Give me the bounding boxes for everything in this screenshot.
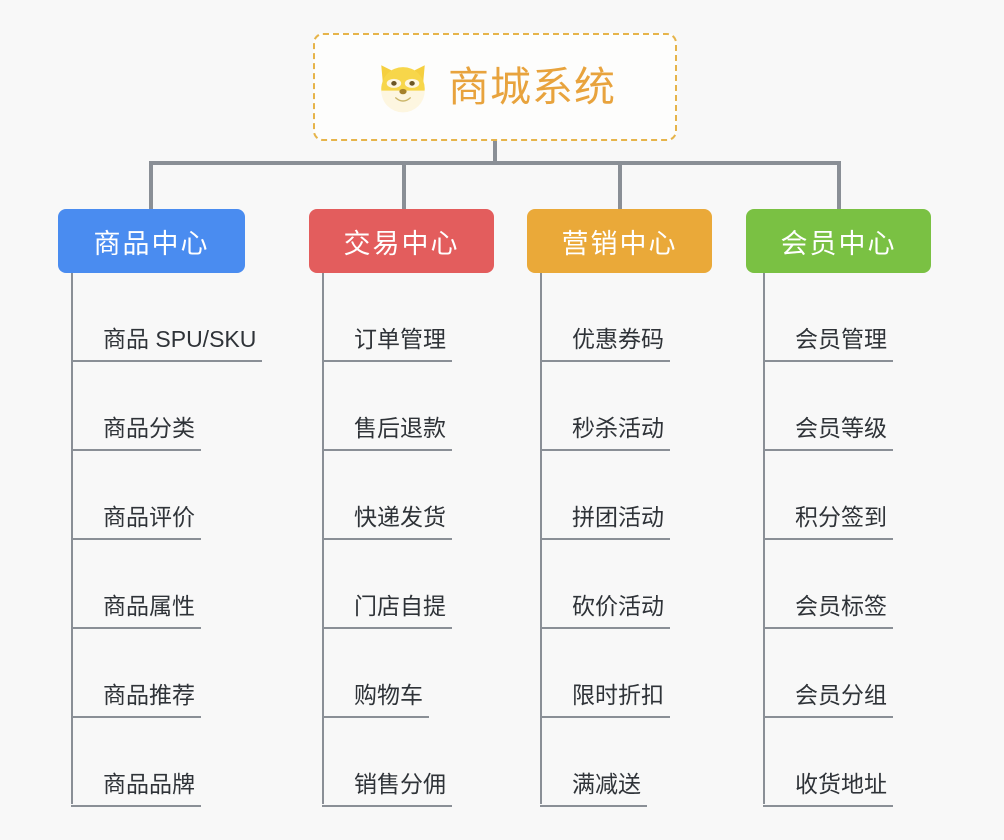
leaf-label: 商品评价 (71, 506, 201, 540)
leaf-label: 秒杀活动 (540, 417, 670, 451)
list-item[interactable]: 会员标签 (763, 540, 893, 629)
leaf-label: 满减送 (540, 773, 647, 807)
list-item[interactable]: 购物车 (322, 629, 429, 718)
root-title: 商城系统 (448, 63, 616, 110)
list-item[interactable]: 售后退款 (322, 362, 452, 451)
list-item[interactable]: 拼团活动 (540, 451, 670, 540)
category-label-1: 商品中心 (93, 228, 210, 259)
list-item[interactable]: 会员等级 (763, 362, 893, 451)
category-label-2: 交易中心 (343, 228, 460, 259)
list-item[interactable]: 秒杀活动 (540, 362, 670, 451)
list-item[interactable]: 会员分组 (763, 629, 893, 718)
category-box-2[interactable]: 交易中心 (309, 209, 494, 273)
list-item[interactable]: 订单管理 (322, 273, 452, 362)
leaf-label: 会员管理 (763, 328, 893, 362)
leaf-label: 会员标签 (763, 595, 893, 629)
leaf-label: 会员等级 (763, 417, 893, 451)
list-item[interactable]: 限时折扣 (540, 629, 670, 718)
list-item[interactable]: 满减送 (540, 718, 647, 807)
leaf-label: 销售分佣 (322, 773, 452, 807)
list-item[interactable]: 销售分佣 (322, 718, 452, 807)
category-box-4[interactable]: 会员中心 (746, 209, 931, 273)
list-item[interactable]: 门店自提 (322, 540, 452, 629)
list-item[interactable]: 商品属性 (71, 540, 201, 629)
list-item[interactable]: 商品分类 (71, 362, 201, 451)
category-label-4: 会员中心 (780, 228, 897, 259)
root-node[interactable]: 商城系统 (313, 33, 677, 141)
dog-face-icon (374, 58, 432, 116)
leaf-label: 商品属性 (71, 595, 201, 629)
leaf-label: 商品 SPU/SKU (71, 328, 263, 362)
category-box-1[interactable]: 商品中心 (58, 209, 245, 273)
leaf-label: 商品品牌 (71, 773, 201, 807)
leaf-label: 快递发货 (322, 506, 452, 540)
list-item[interactable]: 收货地址 (763, 718, 893, 807)
category-label-3: 营销中心 (561, 228, 678, 259)
leaf-label: 积分签到 (763, 506, 893, 540)
leaf-label: 优惠券码 (540, 328, 670, 362)
list-item[interactable]: 快递发货 (322, 451, 452, 540)
leaf-label: 限时折扣 (540, 684, 670, 718)
leaf-label: 门店自提 (322, 595, 452, 629)
leaf-label: 商品分类 (71, 417, 201, 451)
category-box-3[interactable]: 营销中心 (527, 209, 712, 273)
leaf-label: 商品推荐 (71, 684, 201, 718)
leaf-label: 会员分组 (763, 684, 893, 718)
leaf-label: 收货地址 (763, 773, 893, 807)
list-item[interactable]: 砍价活动 (540, 540, 670, 629)
leaf-label: 购物车 (322, 684, 429, 718)
list-item[interactable]: 优惠券码 (540, 273, 670, 362)
list-item[interactable]: 会员管理 (763, 273, 893, 362)
leaf-label: 砍价活动 (540, 595, 670, 629)
leaf-label: 售后退款 (322, 417, 452, 451)
leaf-label: 订单管理 (322, 328, 452, 362)
list-item[interactable]: 商品 SPU/SKU (71, 273, 263, 362)
list-item[interactable]: 商品品牌 (71, 718, 201, 807)
list-item[interactable]: 积分签到 (763, 451, 893, 540)
list-item[interactable]: 商品评价 (71, 451, 201, 540)
list-item[interactable]: 商品推荐 (71, 629, 201, 718)
leaf-label: 拼团活动 (540, 506, 670, 540)
